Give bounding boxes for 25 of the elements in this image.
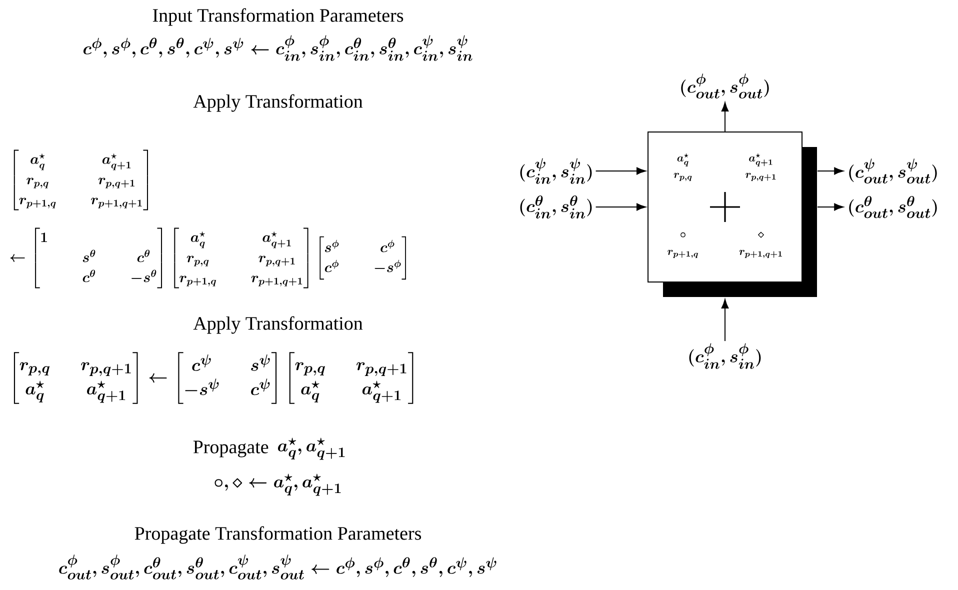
arrow <box>817 203 844 211</box>
step-heading: Apply Transformation <box>193 316 363 334</box>
arrow <box>721 102 729 132</box>
formula: $c^{\phi}, s^{\phi}, c^{\theta}, s^{\theta}, c^{\psi}, s^{\psi} \leftarrow c^{\phi}_{in}, s^{\phi}_{in}, c^{\theta}_{in}, s^{\theta}_{in}, c^{\psi}_{in}, s^{\psi}_{in}$ <box>83 35 472 61</box>
step-heading: Input Transformation Parameters <box>152 8 404 26</box>
cell-box: $a^\star_q$ $a^\star_{q+1}$ $r_{p,q}$ $r_{p,q+1}$ $\circ$ $\diamond$ $r_{p+1,q}$ $r_{p+1,q+1}$ <box>648 132 817 297</box>
matrix-formula: $\begin{bmatrix} r_{p,q} & r_{p,q+1} \\ a^\star_q & a^\star_{q+1} \end{bmatrix} \leftarrow \begin{bmatrix} c^{\psi} & s^{\psi} \\ -s^{\psi} & c^{\psi} \end{bmatrix} \begin{bmatrix} r_{p,q} & r_{p,q+1} \\ a^\star_q & a^\star_{q+1} \end{bmatrix}$ <box>14 352 414 404</box>
matrix-formula: $\begin{bmatrix} a^\star_q & a^\star_{q+1} \\ r_{p,q} & r_{p,q+1} \\ r_{p+1,q} & r_{p+1,q+1} \end{bmatrix}$ <box>14 150 148 210</box>
arrow <box>721 299 729 342</box>
formula: $a^\star_q, a^\star_{q+1}$ <box>278 438 345 460</box>
arrow <box>817 167 844 175</box>
input-label: $(c^{\theta}_{in}, s^{\theta}_{in})$ <box>520 196 592 218</box>
input-label: $(c^{\phi}_{in}, s^{\phi}_{in})$ <box>689 343 761 369</box>
arrow <box>595 203 646 211</box>
step-heading: Propagate <box>193 440 268 458</box>
arrow <box>595 167 646 175</box>
step-heading: Apply Transformation <box>193 94 363 112</box>
step-heading: Propagate Transformation Parameters <box>134 526 422 544</box>
output-label: $(c^{\theta}_{out}, s^{\theta}_{out})$ <box>849 196 937 218</box>
matrix-formula: $\leftarrow \begin{bmatrix} 1 & & \\ & s^{\theta} & c^{\theta} \\ & c^{\theta} & -s^{\theta} \end{bmatrix} \begin{bmatrix} a^\star_q & a^\star_{q+1} \\ r_{p,q} & r_{p,q+1} \\ r_{p+1,q} & r_{p+1,q+1} \end{bmatrix} \begin{bmatrix} s^{\phi} & c^{\phi} \\ c^{\phi} & -s^{\phi} \end{bmatrix}$ <box>10 228 406 288</box>
input-label: $(c^{\psi}_{in}, s^{\psi}_{in})$ <box>520 158 592 184</box>
output-label: $(c^{\psi}_{out}, s^{\psi}_{out})$ <box>849 158 937 184</box>
formula: $\circ, \diamond \leftarrow a^\star_q, a^\star_{q+1}$ <box>214 474 341 496</box>
formula: $c^{\phi}_{out}, s^{\phi}_{out}, c^{\theta}_{out}, s^{\theta}_{out}, c^{\psi}_{out}, s^{\psi}_{out} \leftarrow c^{\phi}, s^{\phi}, c^{\theta}, s^{\theta}, c^{\psi}, s^{\psi}$ <box>59 554 496 580</box>
output-label: $(c^{\phi}_{out}, s^{\phi}_{out})$ <box>681 74 769 98</box>
